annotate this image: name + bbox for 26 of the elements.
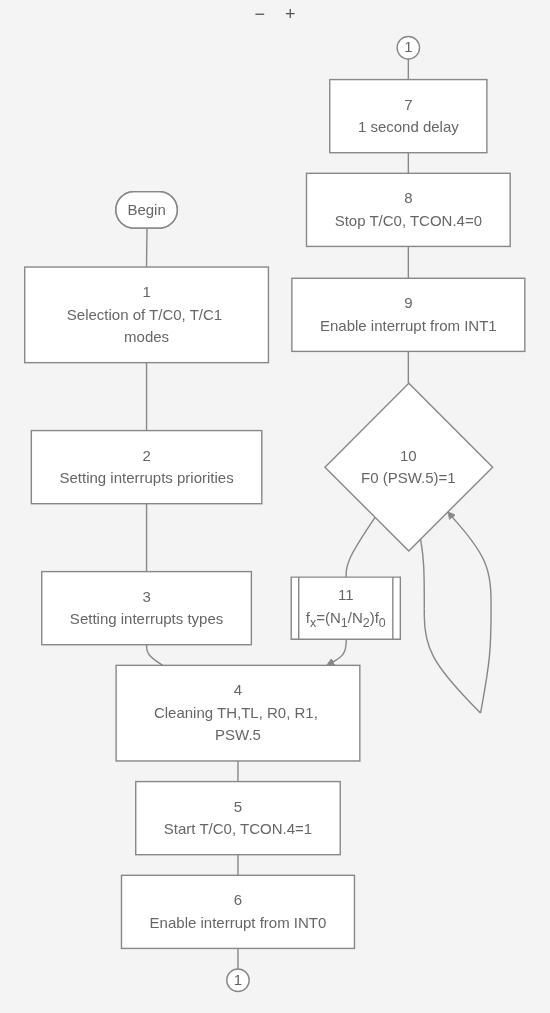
node-circle: 1 <box>226 968 251 993</box>
sign-label: − <box>254 4 265 25</box>
connector <box>407 58 410 81</box>
connector <box>146 503 148 573</box>
connector <box>407 245 410 279</box>
node-box: 6 Enable interrupt from INT0 <box>121 874 356 950</box>
node-box: 2 Setting interrupts priorities <box>30 429 263 505</box>
connector <box>407 152 410 174</box>
node-box: 4 Cleaning TH,TL, R0, R1, PSW.5 <box>115 664 361 762</box>
connector <box>237 760 239 783</box>
node-diamond: 10 F0 (PSW.5)=1 <box>324 382 494 552</box>
connector <box>146 361 148 432</box>
connector <box>146 227 148 268</box>
sign-label: + <box>285 4 296 25</box>
node-box: 9 Enable interrupt from INT1 <box>291 277 526 353</box>
node-circle: 1 <box>396 35 421 60</box>
node-box: 1 Selection of T/C0, T/C1 modes <box>24 266 270 364</box>
connector <box>237 947 239 970</box>
node-box: 5 Start T/C0, TCON.4=1 <box>135 780 342 856</box>
connector <box>237 854 239 876</box>
node-box: 8 Stop T/C0, TCON.4=0 <box>306 172 512 248</box>
node-box: 7 1 second delay <box>329 78 488 154</box>
node-box: 3 Setting interrupts types <box>41 570 253 646</box>
arrow <box>420 511 493 714</box>
connector <box>407 350 410 384</box>
connector <box>146 644 164 667</box>
